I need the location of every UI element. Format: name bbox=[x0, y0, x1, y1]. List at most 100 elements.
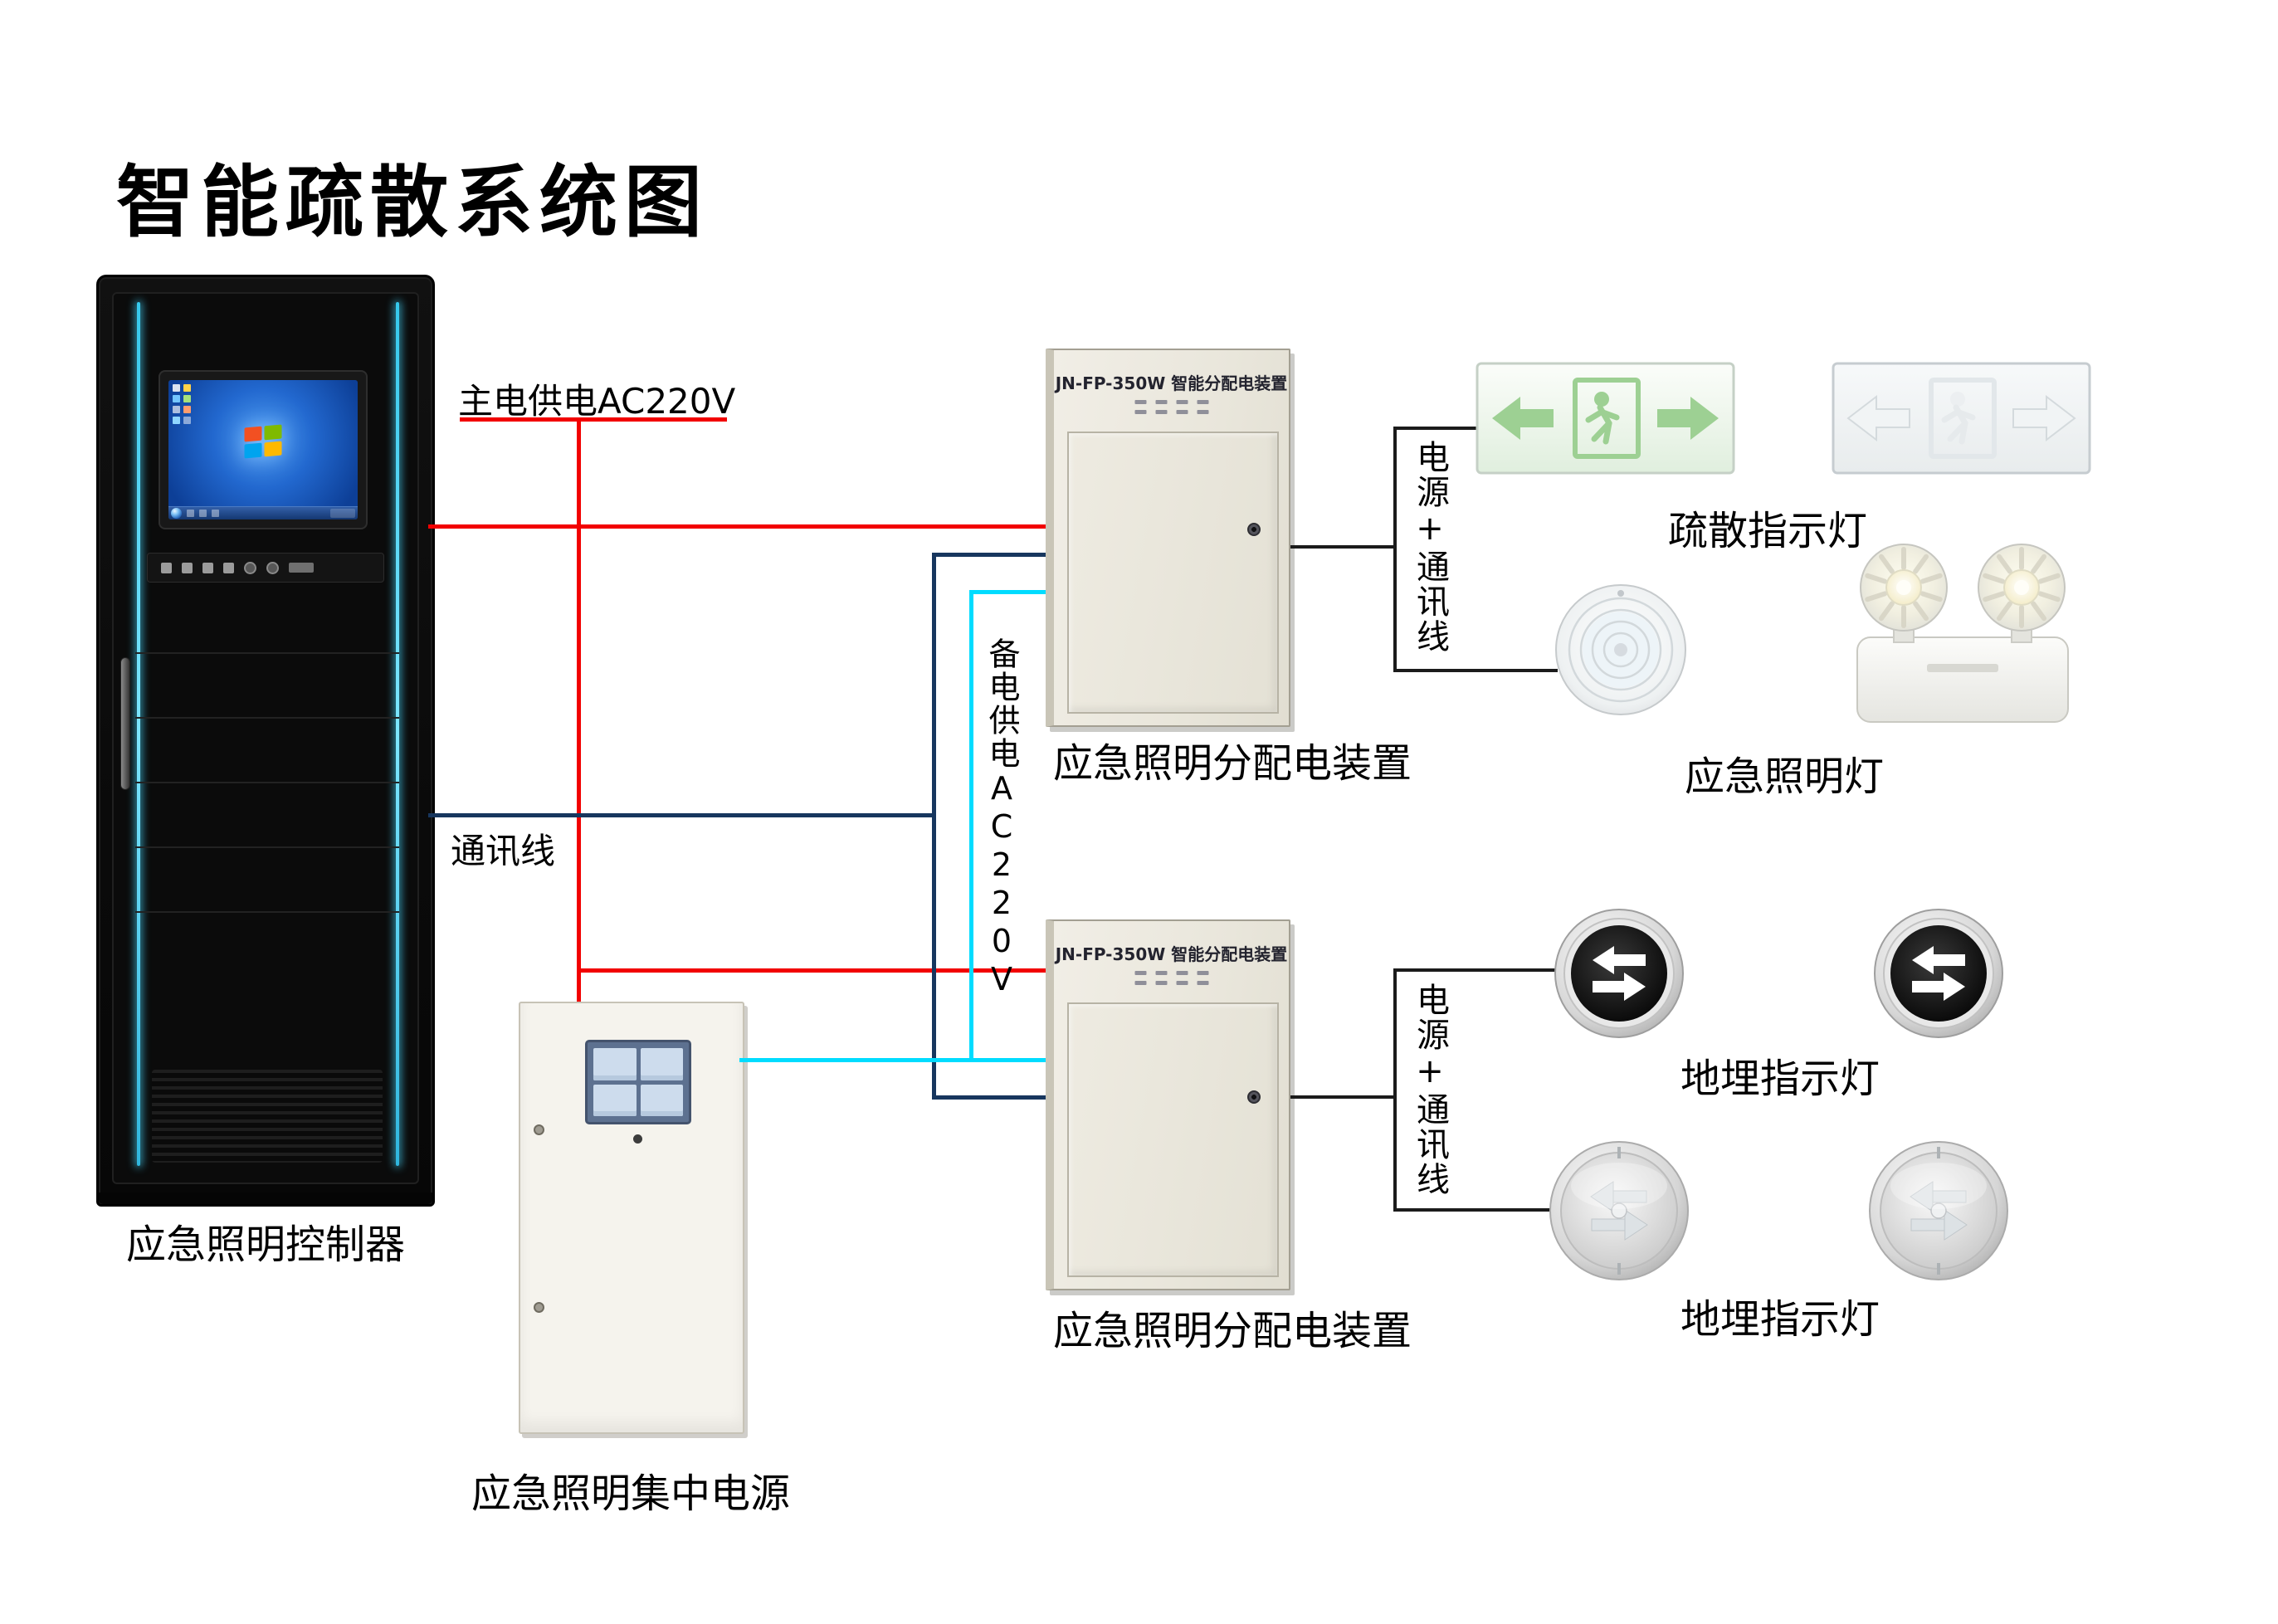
indicator-mark bbox=[1134, 981, 1146, 985]
central-power-label: 应急照明集中电源 bbox=[471, 1470, 790, 1517]
comm-wire bbox=[932, 1095, 1046, 1100]
bracket-stub bbox=[1393, 669, 1558, 672]
bracket-connector bbox=[1290, 545, 1397, 549]
page-title: 智能疏散系统图 bbox=[116, 157, 710, 248]
panel-knob-icon bbox=[244, 561, 256, 574]
main-power-wire bbox=[577, 968, 1046, 973]
rack-shelf-line bbox=[135, 717, 399, 719]
cabinet-lock-icon bbox=[534, 1302, 544, 1313]
desktop-icons bbox=[173, 384, 191, 424]
bracket-line bbox=[1393, 968, 1397, 1212]
double-arrow-icon bbox=[1593, 946, 1646, 1001]
indicator-mark bbox=[1134, 400, 1146, 404]
door-frame-icon bbox=[1573, 378, 1641, 459]
exit-sign-unlit bbox=[1832, 362, 2091, 475]
bracket-stub bbox=[1393, 427, 1477, 430]
arrow-left-icon bbox=[1846, 394, 1910, 442]
ground-light-row2-label: 地埋指示灯 bbox=[1680, 1296, 1880, 1343]
windows-pane-green bbox=[264, 424, 282, 441]
start-orb-icon bbox=[171, 508, 182, 519]
backup-power-wire bbox=[969, 590, 973, 1062]
ground-light-graphic bbox=[1874, 909, 2003, 1038]
distribution-box-1-title: JN-FP-350W 智能分配电装置 bbox=[1055, 373, 1288, 393]
taskbar-icon bbox=[212, 510, 219, 517]
backup-power-label: 备电供电AC220V bbox=[983, 637, 1020, 999]
ground-light-graphic bbox=[1554, 909, 1684, 1038]
desktop-icon bbox=[183, 406, 191, 413]
twin-spot-emergency-light bbox=[1851, 539, 2075, 732]
exit-running-man-icon bbox=[1941, 392, 1976, 445]
sensor-dot-icon bbox=[1617, 590, 1624, 597]
comm-label: 通讯线 bbox=[451, 831, 556, 871]
power-button-icon bbox=[633, 1134, 642, 1144]
panel-button bbox=[223, 562, 234, 573]
backup-power-wire bbox=[969, 590, 1046, 594]
distribution-box-2-title: JN-FP-350W 智能分配电装置 bbox=[1055, 944, 1288, 964]
led-strip-right bbox=[396, 302, 399, 1166]
double-arrow-icon bbox=[1910, 1181, 1968, 1241]
vent-grille bbox=[152, 1070, 383, 1163]
arrow-left-icon bbox=[1492, 397, 1554, 440]
door-frame-icon bbox=[1929, 378, 1997, 459]
exit-sign-graphic bbox=[1476, 362, 1735, 475]
panel-knob-icon bbox=[266, 561, 279, 574]
distribution-box-1-label: 应急照明分配电装置 bbox=[1052, 740, 1412, 787]
windows-logo-icon bbox=[244, 424, 282, 459]
arrow-right-icon bbox=[1657, 397, 1719, 440]
rack-shelf-line bbox=[135, 846, 399, 848]
rack-shelf-line bbox=[135, 652, 399, 654]
led-strip-left bbox=[137, 302, 140, 1166]
distribution-box-door bbox=[1067, 1002, 1279, 1277]
exit-sign-graphic bbox=[1832, 362, 2091, 475]
power-display bbox=[585, 1040, 691, 1124]
indicator-marks bbox=[1134, 971, 1208, 985]
windows-pane-blue bbox=[244, 442, 262, 459]
display-cell bbox=[593, 1084, 637, 1116]
windows-pane-red bbox=[244, 426, 262, 442]
ground-light-row1-label: 地埋指示灯 bbox=[1680, 1056, 1880, 1102]
desktop-icon bbox=[173, 406, 180, 413]
indicator-mark bbox=[1197, 410, 1208, 414]
main-power-wire bbox=[577, 417, 581, 1002]
bracket-stub bbox=[1393, 968, 1558, 972]
door-handle-icon bbox=[120, 657, 130, 790]
panel-slot bbox=[289, 563, 314, 573]
twin-spot-graphic bbox=[1856, 544, 2069, 723]
exit-sign-lit bbox=[1476, 362, 1735, 475]
distribution-box-2: JN-FP-350W 智能分配电装置 bbox=[1046, 919, 1290, 1290]
desktop-icon bbox=[183, 417, 191, 424]
comm-wire bbox=[932, 553, 936, 1100]
ground-light-silver bbox=[1868, 1140, 2009, 1285]
ground-light-silver bbox=[1549, 1140, 1690, 1285]
lamp-body bbox=[1856, 636, 2069, 723]
monitor-screen bbox=[168, 380, 358, 519]
indicator-mark bbox=[1155, 981, 1167, 985]
comm-wire bbox=[932, 553, 1046, 557]
indicator-mark bbox=[1176, 400, 1188, 404]
system-tray bbox=[330, 509, 355, 518]
power-comm-label-2: 电源+通讯线 bbox=[1411, 983, 1449, 1197]
display-cell bbox=[640, 1084, 683, 1116]
power-comm-label-1: 电源+通讯线 bbox=[1411, 440, 1449, 654]
desktop-icon bbox=[173, 417, 180, 424]
backup-power-wire bbox=[739, 1058, 1046, 1062]
comm-wire bbox=[428, 813, 936, 817]
indicator-mark bbox=[1176, 981, 1188, 985]
indicator-mark bbox=[1134, 971, 1146, 975]
taskbar bbox=[168, 506, 358, 519]
bracket-line bbox=[1393, 427, 1397, 672]
desktop-icon bbox=[183, 395, 191, 402]
control-panel bbox=[147, 553, 384, 583]
indicator-mark bbox=[1176, 410, 1188, 414]
desktop-icon bbox=[183, 384, 191, 392]
indicator-mark bbox=[1197, 971, 1208, 975]
keyhole-icon bbox=[1247, 522, 1261, 536]
ground-light-black bbox=[1873, 908, 2004, 1042]
distribution-box-door bbox=[1067, 432, 1279, 714]
cabinet-base bbox=[99, 1192, 432, 1204]
double-arrow-icon bbox=[1590, 1181, 1648, 1241]
body-label-strip bbox=[1927, 664, 1998, 672]
indicator-mark bbox=[1197, 400, 1208, 404]
taskbar-icon bbox=[199, 510, 207, 517]
lamp-head-right-icon bbox=[1978, 544, 2066, 632]
